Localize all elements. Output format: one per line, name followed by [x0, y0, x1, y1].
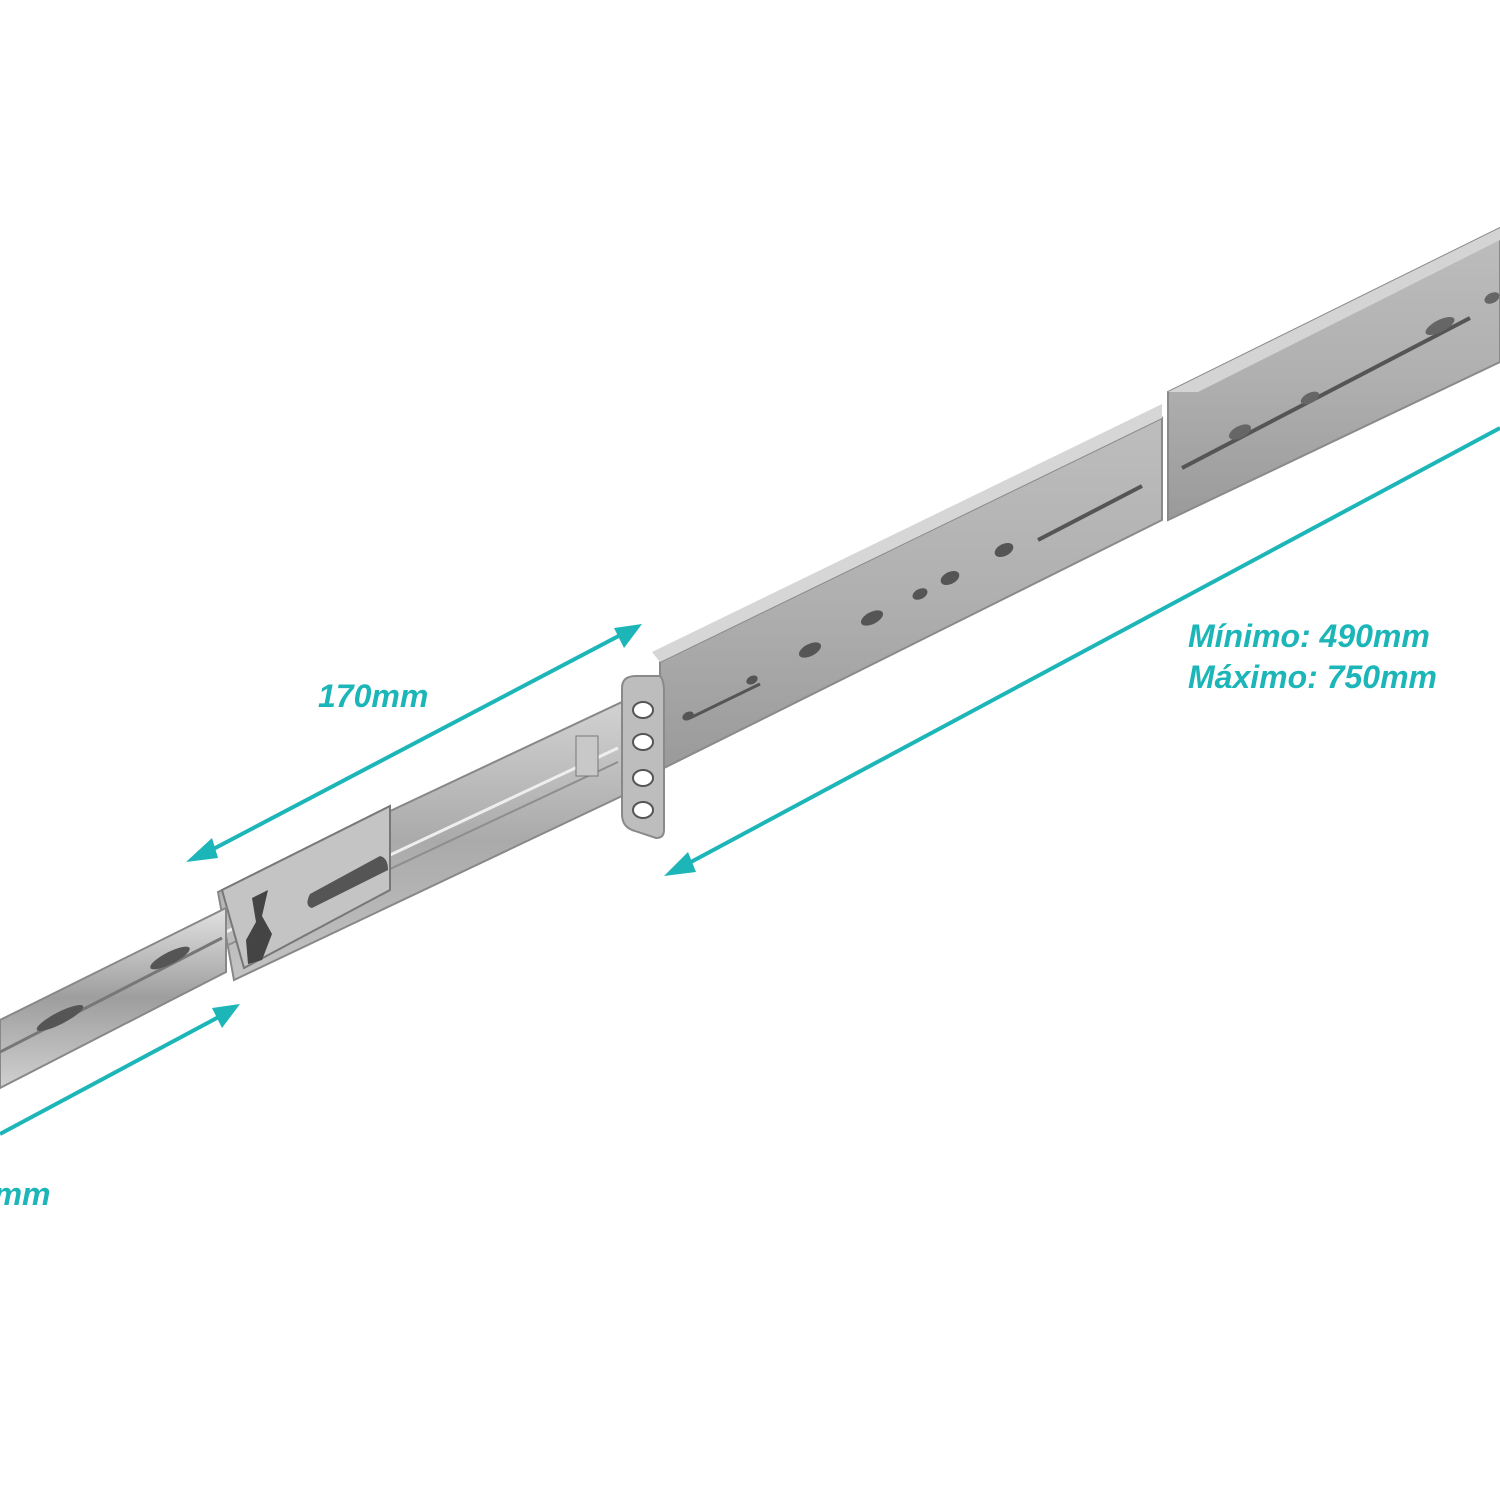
dimension-label-partial: 20mm: [0, 1176, 51, 1212]
dimension-label-170mm: 170mm: [318, 678, 429, 714]
rail-inner-section: [0, 906, 227, 1090]
rail-outer-section: [659, 416, 1163, 772]
dimension-arrow-outer-length: [664, 426, 1500, 876]
rail-outer-top-flange: [652, 404, 1162, 662]
dimension-label-maximum: Máximo: 750mm: [1188, 659, 1437, 695]
rail-front-bracket: [621, 675, 665, 840]
dimension-label-minimum: Mínimo: 490mm: [1188, 618, 1430, 654]
rail-rear-section: [1167, 226, 1500, 522]
rail-rear-top-flange: [1168, 228, 1500, 392]
dimension-arrow-partial: [0, 1004, 240, 1136]
dimension-arrow-170mm: [186, 624, 642, 862]
drawer-slide-rail: [0, 226, 1500, 1090]
